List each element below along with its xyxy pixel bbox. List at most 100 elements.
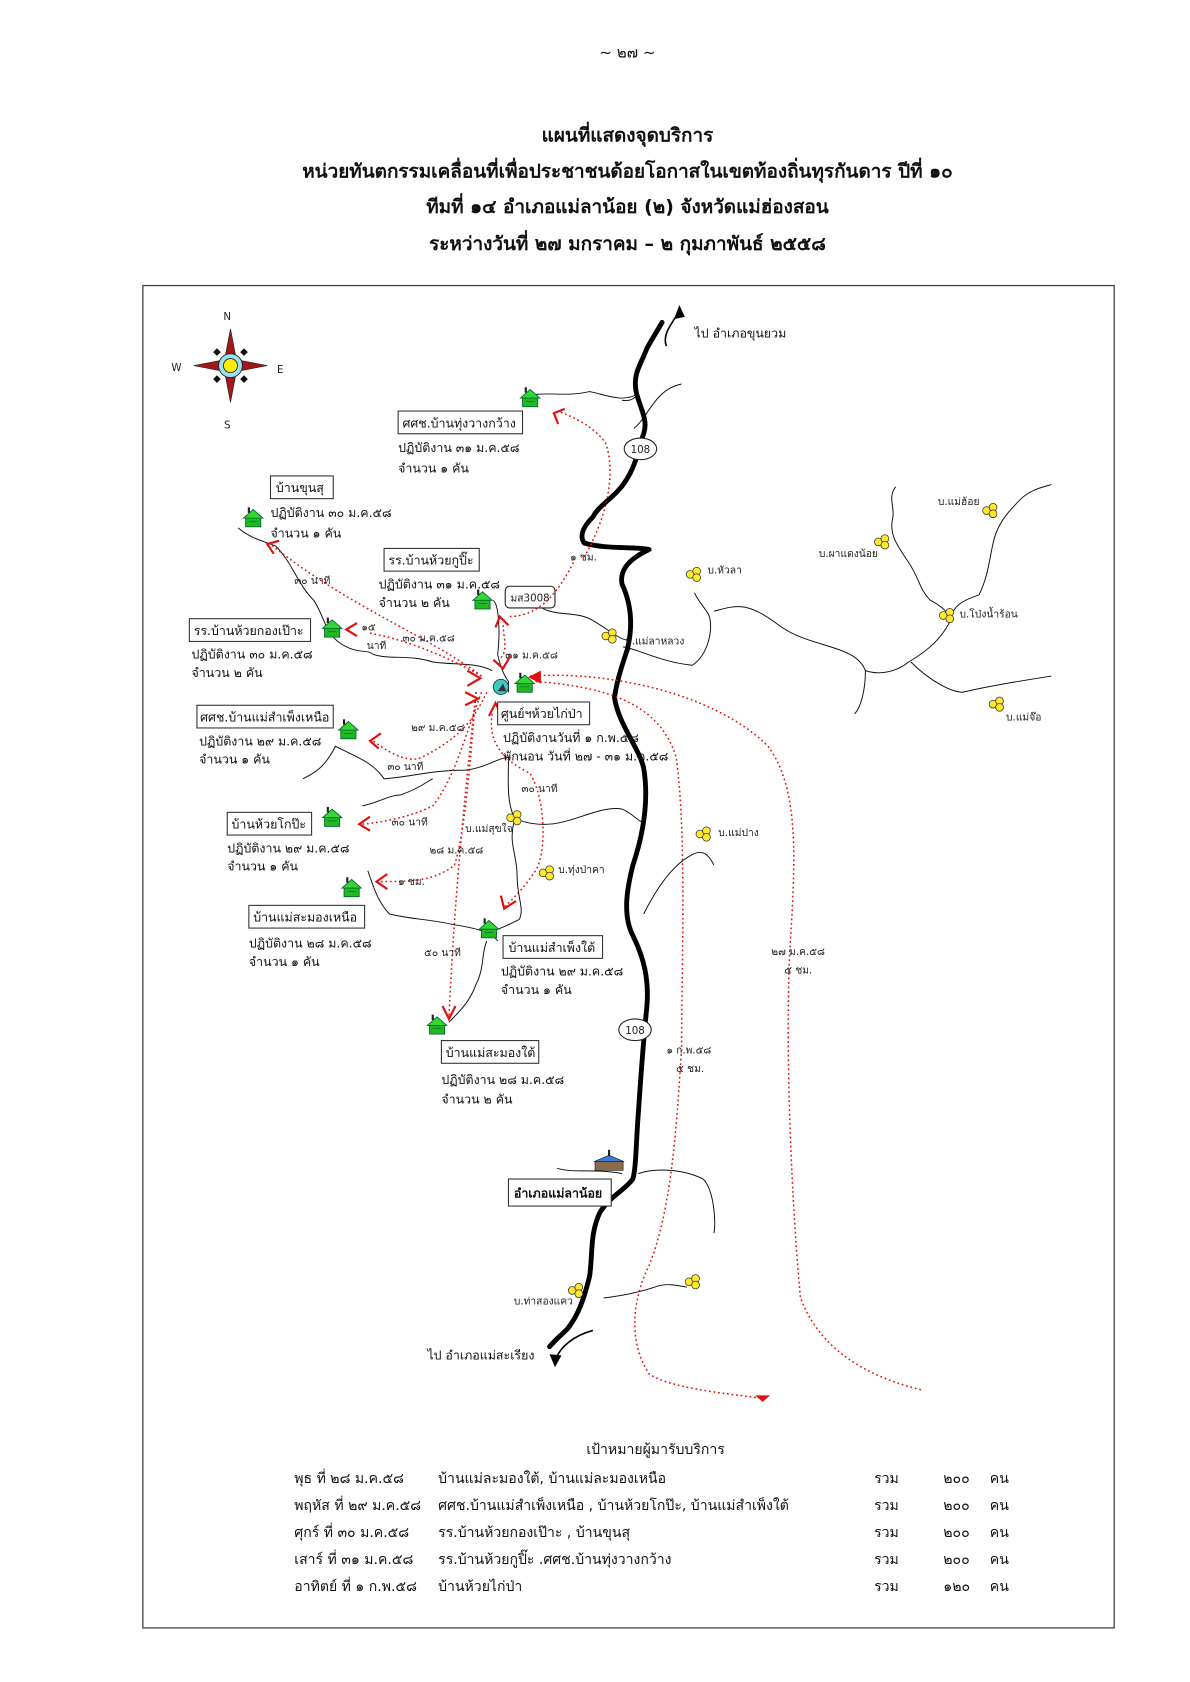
village-label: บ.แม่จ๊อ xyxy=(1006,711,1041,723)
site-date: ปฏิบัติงานวันที่ ๑ ก.พ.๕๘ xyxy=(503,729,639,745)
page-number: ~ ๒๗ ~ xyxy=(599,43,655,61)
site-date: ปฏิบัติงาน ๓๐ ม.ค.๕๘ xyxy=(192,647,313,662)
site-name: รร.บ้านห้วยกองเป๊าะ xyxy=(194,623,304,638)
route-label: ๒๗ ม.ค.๕๘ xyxy=(771,946,825,958)
site-vehicles: จำนวน ๑ คัน xyxy=(501,982,572,997)
village-label: บ.หัวลา xyxy=(707,564,741,576)
house-icon xyxy=(338,718,359,740)
village-icon xyxy=(988,696,1004,712)
village-label: บ.แม่สุขใจ xyxy=(465,823,512,835)
row-unit: คน xyxy=(990,1579,1009,1595)
site-stay: พักนอน วันที่ ๒๗ - ๓๑ ม.ค.๕๘ xyxy=(503,747,668,763)
site-vehicles: จำนวน ๑ คัน xyxy=(249,954,320,969)
village-icon xyxy=(601,628,617,644)
south-arrowhead-icon xyxy=(549,1354,562,1368)
row-total-label: รวม xyxy=(874,1498,899,1514)
site-date: ปฏิบัติงาน ๒๙ ม.ค.๕๘ xyxy=(501,964,623,979)
site-name: บ้านห้วยโกป๊ะ xyxy=(232,817,307,832)
site-vehicles: จำนวน ๒ คัน xyxy=(379,595,451,610)
village-icon xyxy=(982,503,998,519)
site-date: ปฏิบัติงาน ๒๘ ม.ค.๕๘ xyxy=(249,936,372,951)
travel-routes xyxy=(265,407,922,1402)
village-icon xyxy=(874,534,890,550)
route-label: ๕ ชม. xyxy=(784,965,812,977)
site-date: ปฏิบัติงาน ๒๙ ม.ค.๕๘ xyxy=(227,840,349,855)
title-line-2: หน่วยทันตกรรมเคลื่อนที่เพื่อประชาชนด้อยโ… xyxy=(302,157,952,183)
route-label: ๓๐ นาที xyxy=(521,783,557,795)
row-count: ๒๐๐ xyxy=(943,1498,969,1514)
district-office: อำเภอแม่ลาน้อย xyxy=(507,1149,625,1207)
route-label: ๒๙ ม.ค.๕๘ xyxy=(411,722,464,734)
row-total-label: รวม xyxy=(874,1525,899,1541)
title-line-1: แผนที่แสดงจุดบริการ xyxy=(542,122,714,148)
row-villages: รร.บ้านห้วยกองเป๊าะ , บ้านขุนสุ xyxy=(438,1525,630,1541)
row-unit: คน xyxy=(990,1525,1009,1541)
route-label: นาที xyxy=(367,640,387,652)
site-name: ศศช.บ้านทุ่งวางกว้าง xyxy=(402,415,515,431)
highway-shield-south xyxy=(618,1018,652,1042)
table-row: พฤหัส ที่ ๒๙ ม.ค.๕๘ ศศช.บ้านแม่สำเพ็งเหน… xyxy=(294,1496,1009,1514)
site-mae-sa-mong-tai: บ้านแม่สะมองใต้ ปฏิบัติงาน ๒๘ ม.ค.๕๘ จำน… xyxy=(426,1014,564,1106)
site-vehicles: จำนวน ๑ คัน xyxy=(398,461,469,476)
site-thung-wang-kwang: ศศช.บ้านทุ่งวางกว้าง ปฏิบัติงาน ๓๑ ม.ค.๕… xyxy=(397,386,541,476)
row-total-label: รวม xyxy=(874,1471,899,1487)
compass-e: E xyxy=(277,364,283,376)
site-vehicles: จำนวน ๑ คัน xyxy=(227,859,298,874)
row-day: พุธ ที่ ๒๘ ม.ค.๕๘ xyxy=(294,1469,404,1487)
targets-table: พุธ ที่ ๒๘ ม.ค.๕๘ บ้านแม่ละมองใต้, บ้านแ… xyxy=(294,1469,1009,1595)
targets-heading: เป้าหมายผู้มารับบริการ xyxy=(586,1442,725,1458)
compass-w: W xyxy=(171,362,181,374)
site-huai-ku-pia-school: รร.บ้านห้วยกูปิ๊ะ ปฏิบัติงาน ๓๑ ม.ค.๕๘ จ… xyxy=(379,547,500,610)
site-huai-ko-pia: บ้านห้วยโกป๊ะ ปฏิบัติงาน ๒๙ ม.ค.๕๘ จำนวน… xyxy=(226,806,350,874)
row-count: ๒๐๐ xyxy=(943,1471,969,1487)
village-icon xyxy=(684,1274,700,1290)
row-villages: รร.บ้านห้วยกูปิ๊ะ .ศศช.บ้านทุ่งวางกว้าง xyxy=(438,1549,671,1568)
site-vehicles: จำนวน ๑ คัน xyxy=(270,526,341,541)
village-label: บ.ทุ่งป่าคา xyxy=(558,864,604,876)
site-name: บ้านแม่สะมองใต้ xyxy=(446,1045,536,1060)
village-label: บ.แม่ฮ้อย xyxy=(938,496,980,508)
site-date: ปฏิบัติงาน ๓๐ ม.ค.๕๘ xyxy=(270,505,391,520)
compass-n: N xyxy=(223,311,231,323)
site-vehicles: จำนวน ๑ คัน xyxy=(199,752,270,767)
map-frame xyxy=(142,284,1115,1629)
village-icon xyxy=(685,566,701,582)
village-label: บ.โป่งน้ำร้อน xyxy=(960,607,1018,621)
highway-number-north: 108 xyxy=(631,444,651,456)
route-label: ๓๑ ม.ค.๕๘ xyxy=(505,650,558,662)
row-day: พฤหัส ที่ ๒๙ ม.ค.๕๘ xyxy=(294,1496,421,1514)
row-villages: บ้านแม่ละมองใต้, บ้านแม่ละมองเหนือ xyxy=(438,1470,666,1487)
route-label: ๑ ชม. xyxy=(570,551,597,563)
compass-s: S xyxy=(224,419,231,431)
table-row: พุธ ที่ ๒๘ ม.ค.๕๘ บ้านแม่ละมองใต้, บ้านแ… xyxy=(294,1469,1009,1487)
village-label: บ.ท่าสองแคว xyxy=(514,1295,573,1307)
site-mae-sa-mong-nuea: บ้านแม่สะมองเหนือ ปฏิบัติงาน ๒๘ ม.ค.๕๘ จ… xyxy=(248,876,372,969)
local-road-label: มส3008 xyxy=(511,592,550,604)
table-row: เสาร์ ที่ ๓๑ ม.ค.๕๘ รร.บ้านห้วยกูปิ๊ะ .ศ… xyxy=(294,1549,1009,1568)
row-total-label: รวม xyxy=(874,1579,899,1595)
row-count: ๒๐๐ xyxy=(943,1525,969,1541)
village-icon xyxy=(939,607,955,623)
tent-icon xyxy=(492,678,509,695)
village-label: บ.แม่ปาง xyxy=(718,827,758,839)
house-icon xyxy=(426,1014,448,1035)
route-label: ๑ ก.พ.๕๘ xyxy=(666,1045,711,1057)
row-count: ๑๒๐ xyxy=(943,1579,970,1595)
row-unit: คน xyxy=(990,1498,1009,1514)
route-label: ๓๐ นาที xyxy=(392,816,428,828)
local-road-label-box xyxy=(504,585,556,609)
title-line-4: ระหว่างวันที่ ๒๗ มกราคม – ๒ กุมภาพันธ์ ๒… xyxy=(429,230,826,256)
village-icon xyxy=(695,826,711,842)
highway-108 xyxy=(547,319,665,1350)
site-name: บ้านแม่สำเพ็งใต้ xyxy=(508,940,595,955)
route-label: ๒๘ ม.ค.๕๘ xyxy=(430,844,484,856)
north-arrowhead-icon xyxy=(673,305,685,320)
row-villages: ศศช.บ้านแม่สำเพ็งเหนือ , บ้านห้วยโกป๊ะ, … xyxy=(438,1496,789,1514)
district-name: อำเภอแม่ลาน้อย xyxy=(514,1185,602,1200)
site-khun-su: บ้านขุนสุ ปฏิบัติงาน ๓๐ ม.ค.๕๘ จำนวน ๑ ค… xyxy=(242,475,392,541)
site-huai-kong-pao-school: รร.บ้านห้วยกองเป๊าะ ปฏิบัติงาน ๓๐ ม.ค.๕๘… xyxy=(188,617,343,680)
site-mae-sam-peng-tai: บ้านแม่สำเพ็งใต้ ปฏิบัติงาน ๒๙ ม.ค.๕๘ จำ… xyxy=(478,917,623,997)
highway-number-south: 108 xyxy=(625,1025,645,1037)
direction-south-label: ไป อำเภอแม่สะเรียง xyxy=(426,1348,534,1363)
village-icon xyxy=(538,865,554,881)
